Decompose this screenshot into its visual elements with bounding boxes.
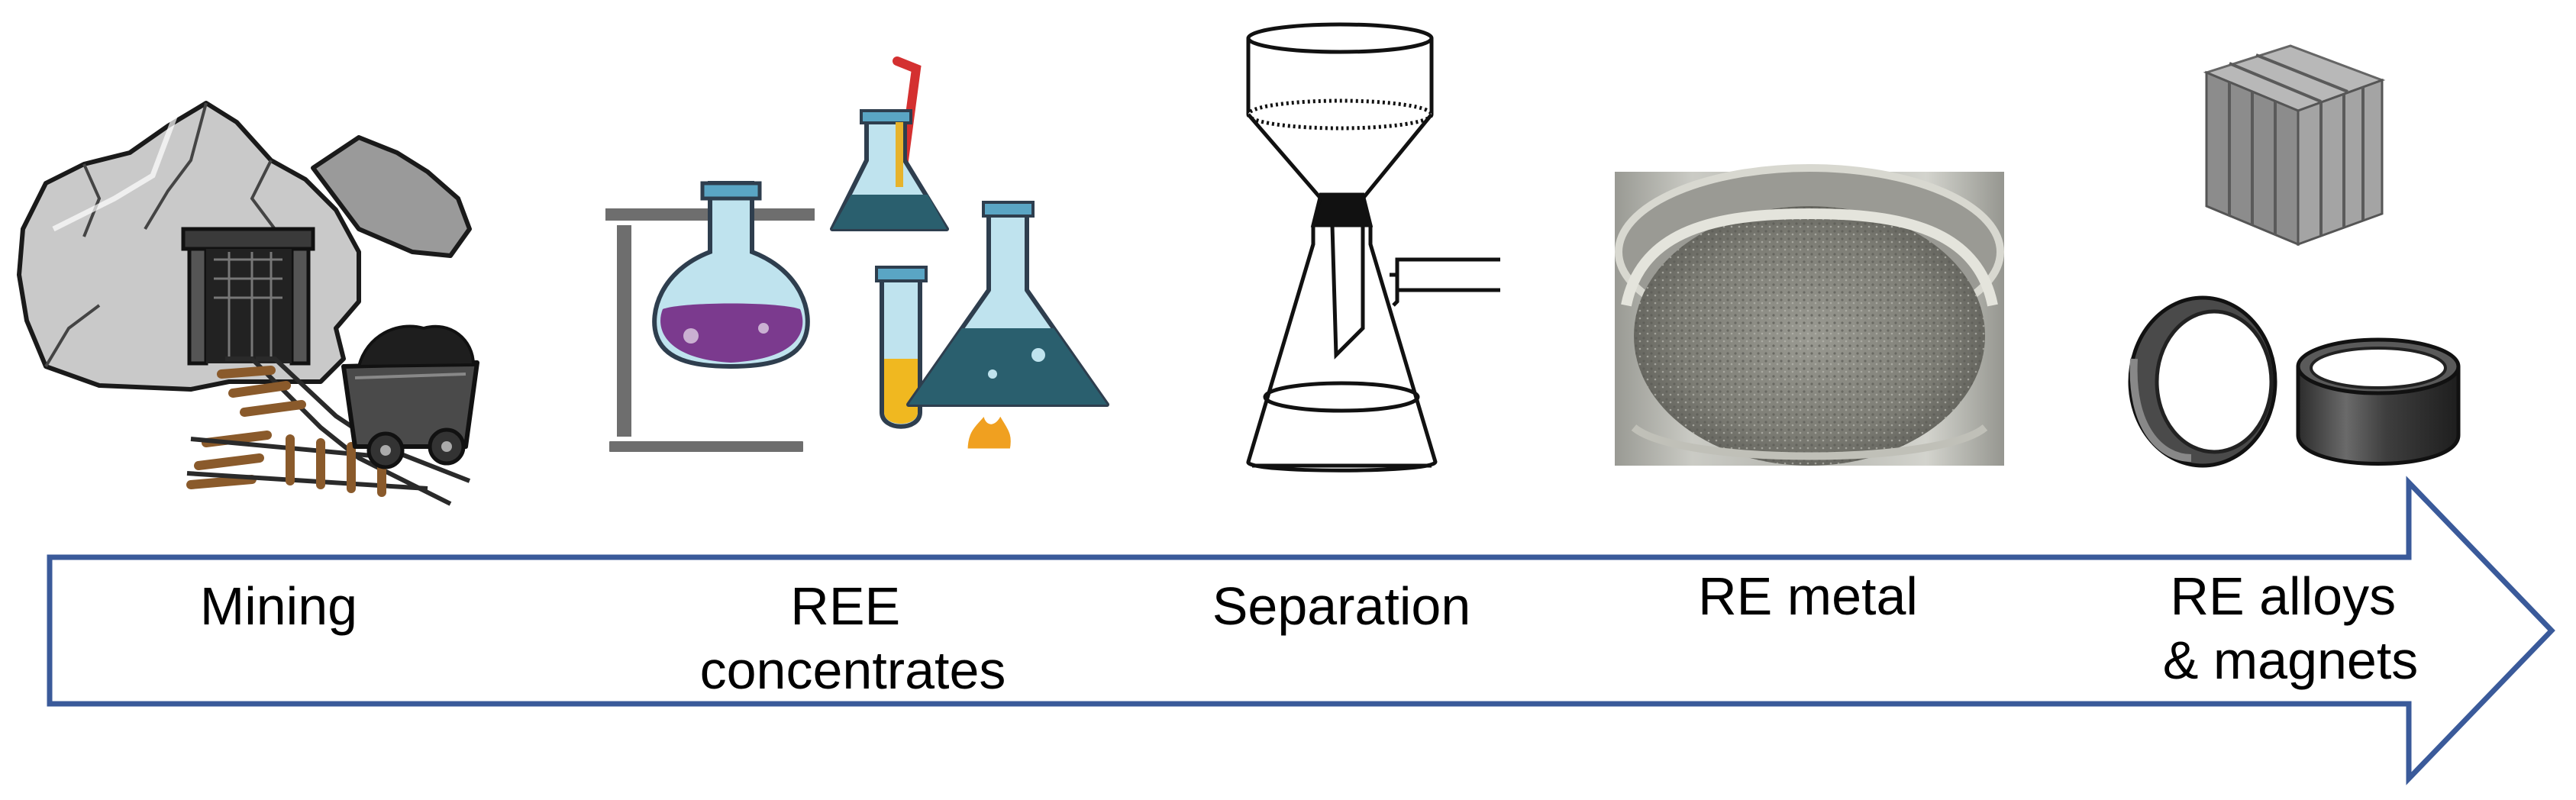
metal-powder-jar-icon xyxy=(1615,164,2004,466)
flow-arrow-shape xyxy=(47,476,2555,785)
label-re-alloys-magnets-line-1: RE alloys xyxy=(2170,566,2396,626)
chemistry-flasks-icon xyxy=(601,56,1109,456)
label-re-alloys-magnets: RE alloys & magnets xyxy=(2163,566,2419,690)
label-ree-concentrates: REE concentrates xyxy=(700,576,1006,700)
label-re-alloys-magnets-line-2: & magnets xyxy=(2163,631,2419,690)
filter-flask-icon xyxy=(1246,22,1500,473)
label-mining-line-1: Mining xyxy=(200,576,357,636)
label-mining: Mining xyxy=(200,576,357,636)
label-separation-line-1: Separation xyxy=(1212,576,1471,636)
label-re-metal: RE metal xyxy=(1698,566,1918,626)
stage-labels: Mining REE concentrates Separation RE me… xyxy=(200,566,2418,700)
label-separation: Separation xyxy=(1212,576,1471,636)
process-flow-arrow xyxy=(47,476,2555,785)
magnet-cube-rings-icon xyxy=(2128,44,2461,468)
label-ree-concentrates-line-1: REE xyxy=(790,576,900,636)
label-re-metal-line-1: RE metal xyxy=(1698,566,1918,626)
mine-entrance-icon xyxy=(17,101,479,506)
label-ree-concentrates-line-2: concentrates xyxy=(700,640,1006,700)
